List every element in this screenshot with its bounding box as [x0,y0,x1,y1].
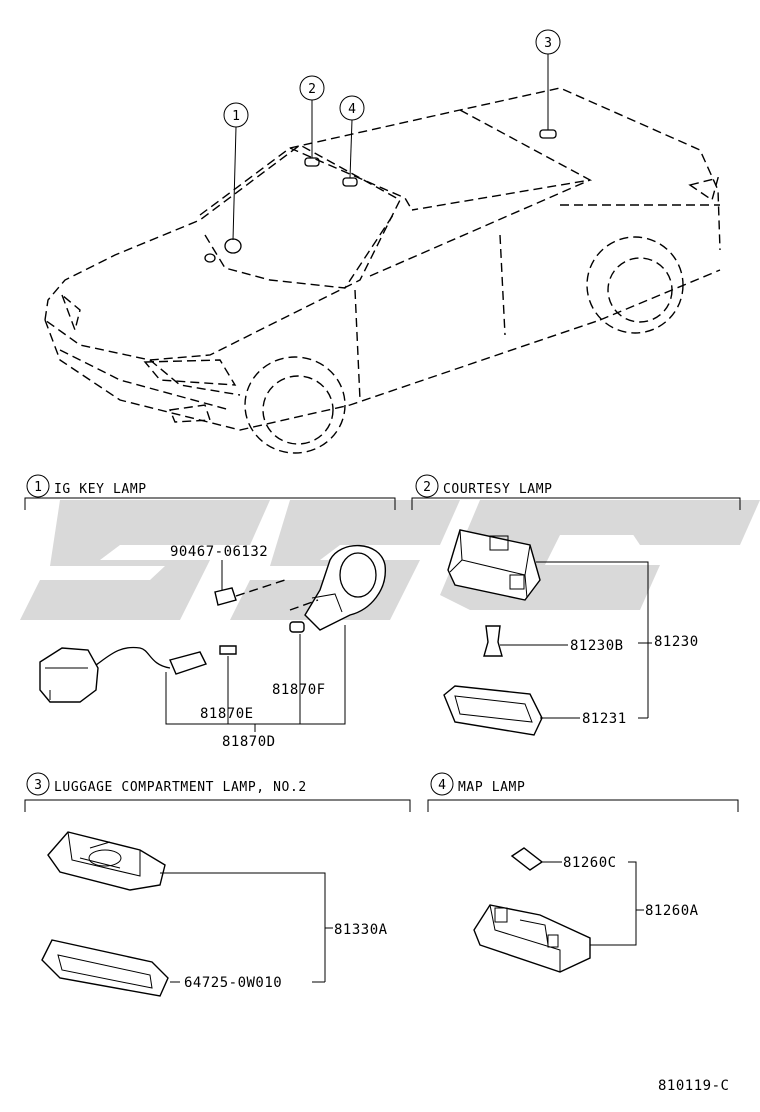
section-2-number: 2 [423,480,431,495]
section-luggage-lamp-header: 3 LUGGAGE COMPARTMENT LAMP, NO.2 [24,772,411,812]
watermark-logo [20,500,760,620]
bulb-81870e [219,645,237,655]
callout-4: 4 [339,95,365,179]
courtesy-lamp-parts [443,529,652,736]
part-81330a: 81330A [334,922,388,938]
luggage-lamp-parts [41,831,333,997]
section-1-title: IG KEY LAMP [54,482,147,497]
bulb-socket [169,651,207,675]
map-lamp-bulb [510,847,544,871]
callout-4-label: 4 [348,102,356,117]
part-81231: 81231 [582,711,627,727]
part-81230: 81230 [654,634,699,650]
ring-housing [304,544,386,631]
callout-1: 1 [223,102,249,241]
ig-key-lamp-parts [39,544,386,732]
car-illustration [44,87,721,454]
bulb-81870f [289,621,305,633]
part-64725-0w010: 64725-0W010 [184,975,282,991]
section-3-title: LUGGAGE COMPARTMENT LAMP, NO.2 [54,780,307,795]
luggage-lamp-housing [47,831,166,891]
section-map-lamp-header: 4 MAP LAMP [427,772,739,812]
section-1-number: 1 [34,480,42,495]
section-courtesy-lamp-header: 2 COURTESY LAMP [411,474,741,510]
section-ig-key-lamp-header: 1 IG KEY LAMP [24,474,396,510]
callout-3: 3 [535,29,561,130]
section-4-number: 4 [438,778,446,793]
map-lamp-parts [473,847,644,973]
part-90467-06132: 90467-06132 [170,544,268,560]
callout-2-label: 2 [308,82,316,97]
callout-1-label: 1 [232,109,240,124]
luggage-lamp-lens [41,939,169,997]
callout-3-label: 3 [544,36,552,51]
section-2-title: COURTESY LAMP [443,482,553,497]
connector-block [39,647,99,703]
part-81260c: 81260C [563,855,617,871]
part-81870d: 81870D [222,734,276,750]
section-3-number: 3 [34,778,42,793]
courtesy-bulb [483,625,503,657]
part-81870e: 81870E [200,706,254,722]
section-4-title: MAP LAMP [458,780,525,795]
part-81260a: 81260A [645,903,699,919]
part-81230b: 81230B [570,638,624,654]
bulb-90467 [214,587,237,606]
callout-2: 2 [299,75,325,158]
map-lamp-housing [473,904,591,973]
figure-id: 810119-C [658,1078,729,1094]
part-81870f: 81870F [272,682,326,698]
